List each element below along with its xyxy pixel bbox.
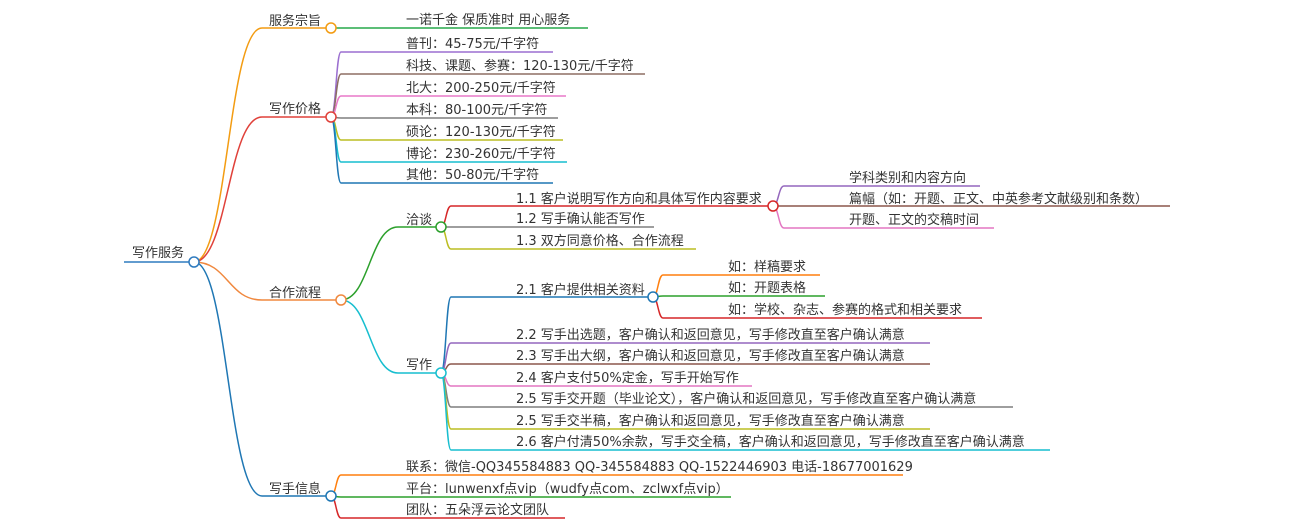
node-label-root-children-0[interactable]: 服务宗旨 <box>269 13 321 29</box>
collapse-toggle-root-children-2[interactable] <box>335 294 347 306</box>
node-label-root-children-2-children-1-children-0-children-2[interactable]: 如：学校、杂志、参赛的格式和相关要求 <box>728 302 962 318</box>
node-label-root-children-2-children-1-children-3[interactable]: 2.4 客户支付50%定金，写手开始写作 <box>516 370 739 386</box>
node-label-root-children-0-children-0[interactable]: 一诺千金 保质准时 用心服务 <box>406 12 570 28</box>
node-label-root-children-1-children-2[interactable]: 北大：200-250元/千字符 <box>406 80 556 96</box>
node-label-root-children-1-children-4[interactable]: 硕论：120-130元/千字符 <box>406 124 556 140</box>
connector-root-children-2-children-0 <box>340 226 399 301</box>
collapse-toggle-root-children-2-children-1-children-0[interactable] <box>647 291 659 303</box>
node-label-root-children-1-children-1[interactable]: 科技、课题、参赛：120-130元/千字符 <box>406 58 634 74</box>
node-label-root-children-2[interactable]: 合作流程 <box>269 286 321 301</box>
node-label-root[interactable]: 写作服务 <box>132 245 184 261</box>
node-label-root-children-3-children-0[interactable]: 联系：微信-QQ345584883 QQ-345584883 QQ-152244… <box>406 460 913 475</box>
collapse-toggle-root-children-0[interactable] <box>325 22 337 34</box>
node-label-root-children-2-children-1-children-0-children-0[interactable]: 如：样稿要求 <box>728 259 806 275</box>
node-label-root-children-3-children-2[interactable]: 团队：五朵浮云论文团队 <box>406 503 549 518</box>
node-label-root-children-2-children-1-children-2[interactable]: 2.3 写手出大纲，客户确认和返回意见，写手修改直至客户确认满意 <box>516 348 905 364</box>
node-label-root-children-2-children-1-children-0-children-1[interactable]: 如：开题表格 <box>728 280 806 296</box>
collapse-toggle-root-children-2-children-0[interactable] <box>435 221 447 233</box>
collapse-toggle-root[interactable] <box>188 256 200 268</box>
node-label-root-children-1-children-5[interactable]: 博论：230-260元/千字符 <box>406 146 556 162</box>
connector-root-children-2-children-1 <box>340 299 399 374</box>
connector-root-children-2 <box>193 261 263 301</box>
node-label-root-children-2-children-1[interactable]: 写作 <box>406 358 432 373</box>
node-label-root-children-2-children-1-children-4[interactable]: 2.5 写手交开题（毕业论文），客户确认和返回意见，写手修改直至客户确认满意 <box>516 391 976 407</box>
node-label-root-children-2-children-0[interactable]: 洽谈 <box>406 213 432 228</box>
node-label-root-children-1-children-3[interactable]: 本科：80-100元/千字符 <box>406 102 547 118</box>
node-label-root-children-2-children-1-children-0[interactable]: 2.1 客户提供相关资料 <box>516 282 645 298</box>
node-label-root-children-3[interactable]: 写手信息 <box>269 481 321 497</box>
collapse-toggle-root-children-2-children-1[interactable] <box>435 367 447 379</box>
node-label-root-children-2-children-0-children-0-children-2[interactable]: 开题、正文的交稿时间 <box>849 212 979 228</box>
node-label-root-children-2-children-1-children-1[interactable]: 2.2 写手出选题，客户确认和返回意见，写手修改直至客户确认满意 <box>516 327 905 343</box>
collapse-toggle-root-children-3[interactable] <box>325 490 337 502</box>
node-label-root-children-2-children-1-children-6[interactable]: 2.6 客户付清50%余款，写手交全稿，客户确认和返回意见，写手修改直至客户确认… <box>516 434 1025 450</box>
node-label-root-children-2-children-0-children-0-children-0[interactable]: 学科类别和内容方向 <box>849 170 966 186</box>
node-label-root-children-2-children-0-children-0[interactable]: 1.1 客户说明写作方向和具体写作内容要求 <box>516 191 762 207</box>
node-label-root-children-2-children-0-children-0-children-1[interactable]: 篇幅（如：开题、正文、中英参考文献级别和条数） <box>849 191 1148 207</box>
node-label-root-children-2-children-1-children-5[interactable]: 2.5 写手交半稿，客户确认和返回意见，写手修改直至客户确认满意 <box>516 413 905 429</box>
node-label-root-children-1-children-6[interactable]: 其他：50-80元/千字符 <box>406 167 539 183</box>
node-label-root-children-1-children-0[interactable]: 普刊：45-75元/千字符 <box>406 36 539 52</box>
node-label-root-children-3-children-1[interactable]: 平台：lunwenxf点vip（wudfy点com、zclwxf点vip） <box>406 482 729 497</box>
edge-layer <box>124 27 1170 519</box>
node-label-root-children-1[interactable]: 写作价格 <box>269 101 321 117</box>
node-label-root-children-2-children-0-children-2[interactable]: 1.3 双方同意价格、合作流程 <box>516 233 684 249</box>
connector-root-children-1 <box>193 116 263 263</box>
connector-root-children-3 <box>193 261 263 497</box>
collapse-toggle-root-children-2-children-0-children-0[interactable] <box>767 200 779 212</box>
node-label-root-children-2-children-0-children-1[interactable]: 1.2 写手确认能否写作 <box>516 212 645 227</box>
collapse-toggle-root-children-1[interactable] <box>325 111 337 123</box>
connector-root-children-0 <box>193 27 263 263</box>
